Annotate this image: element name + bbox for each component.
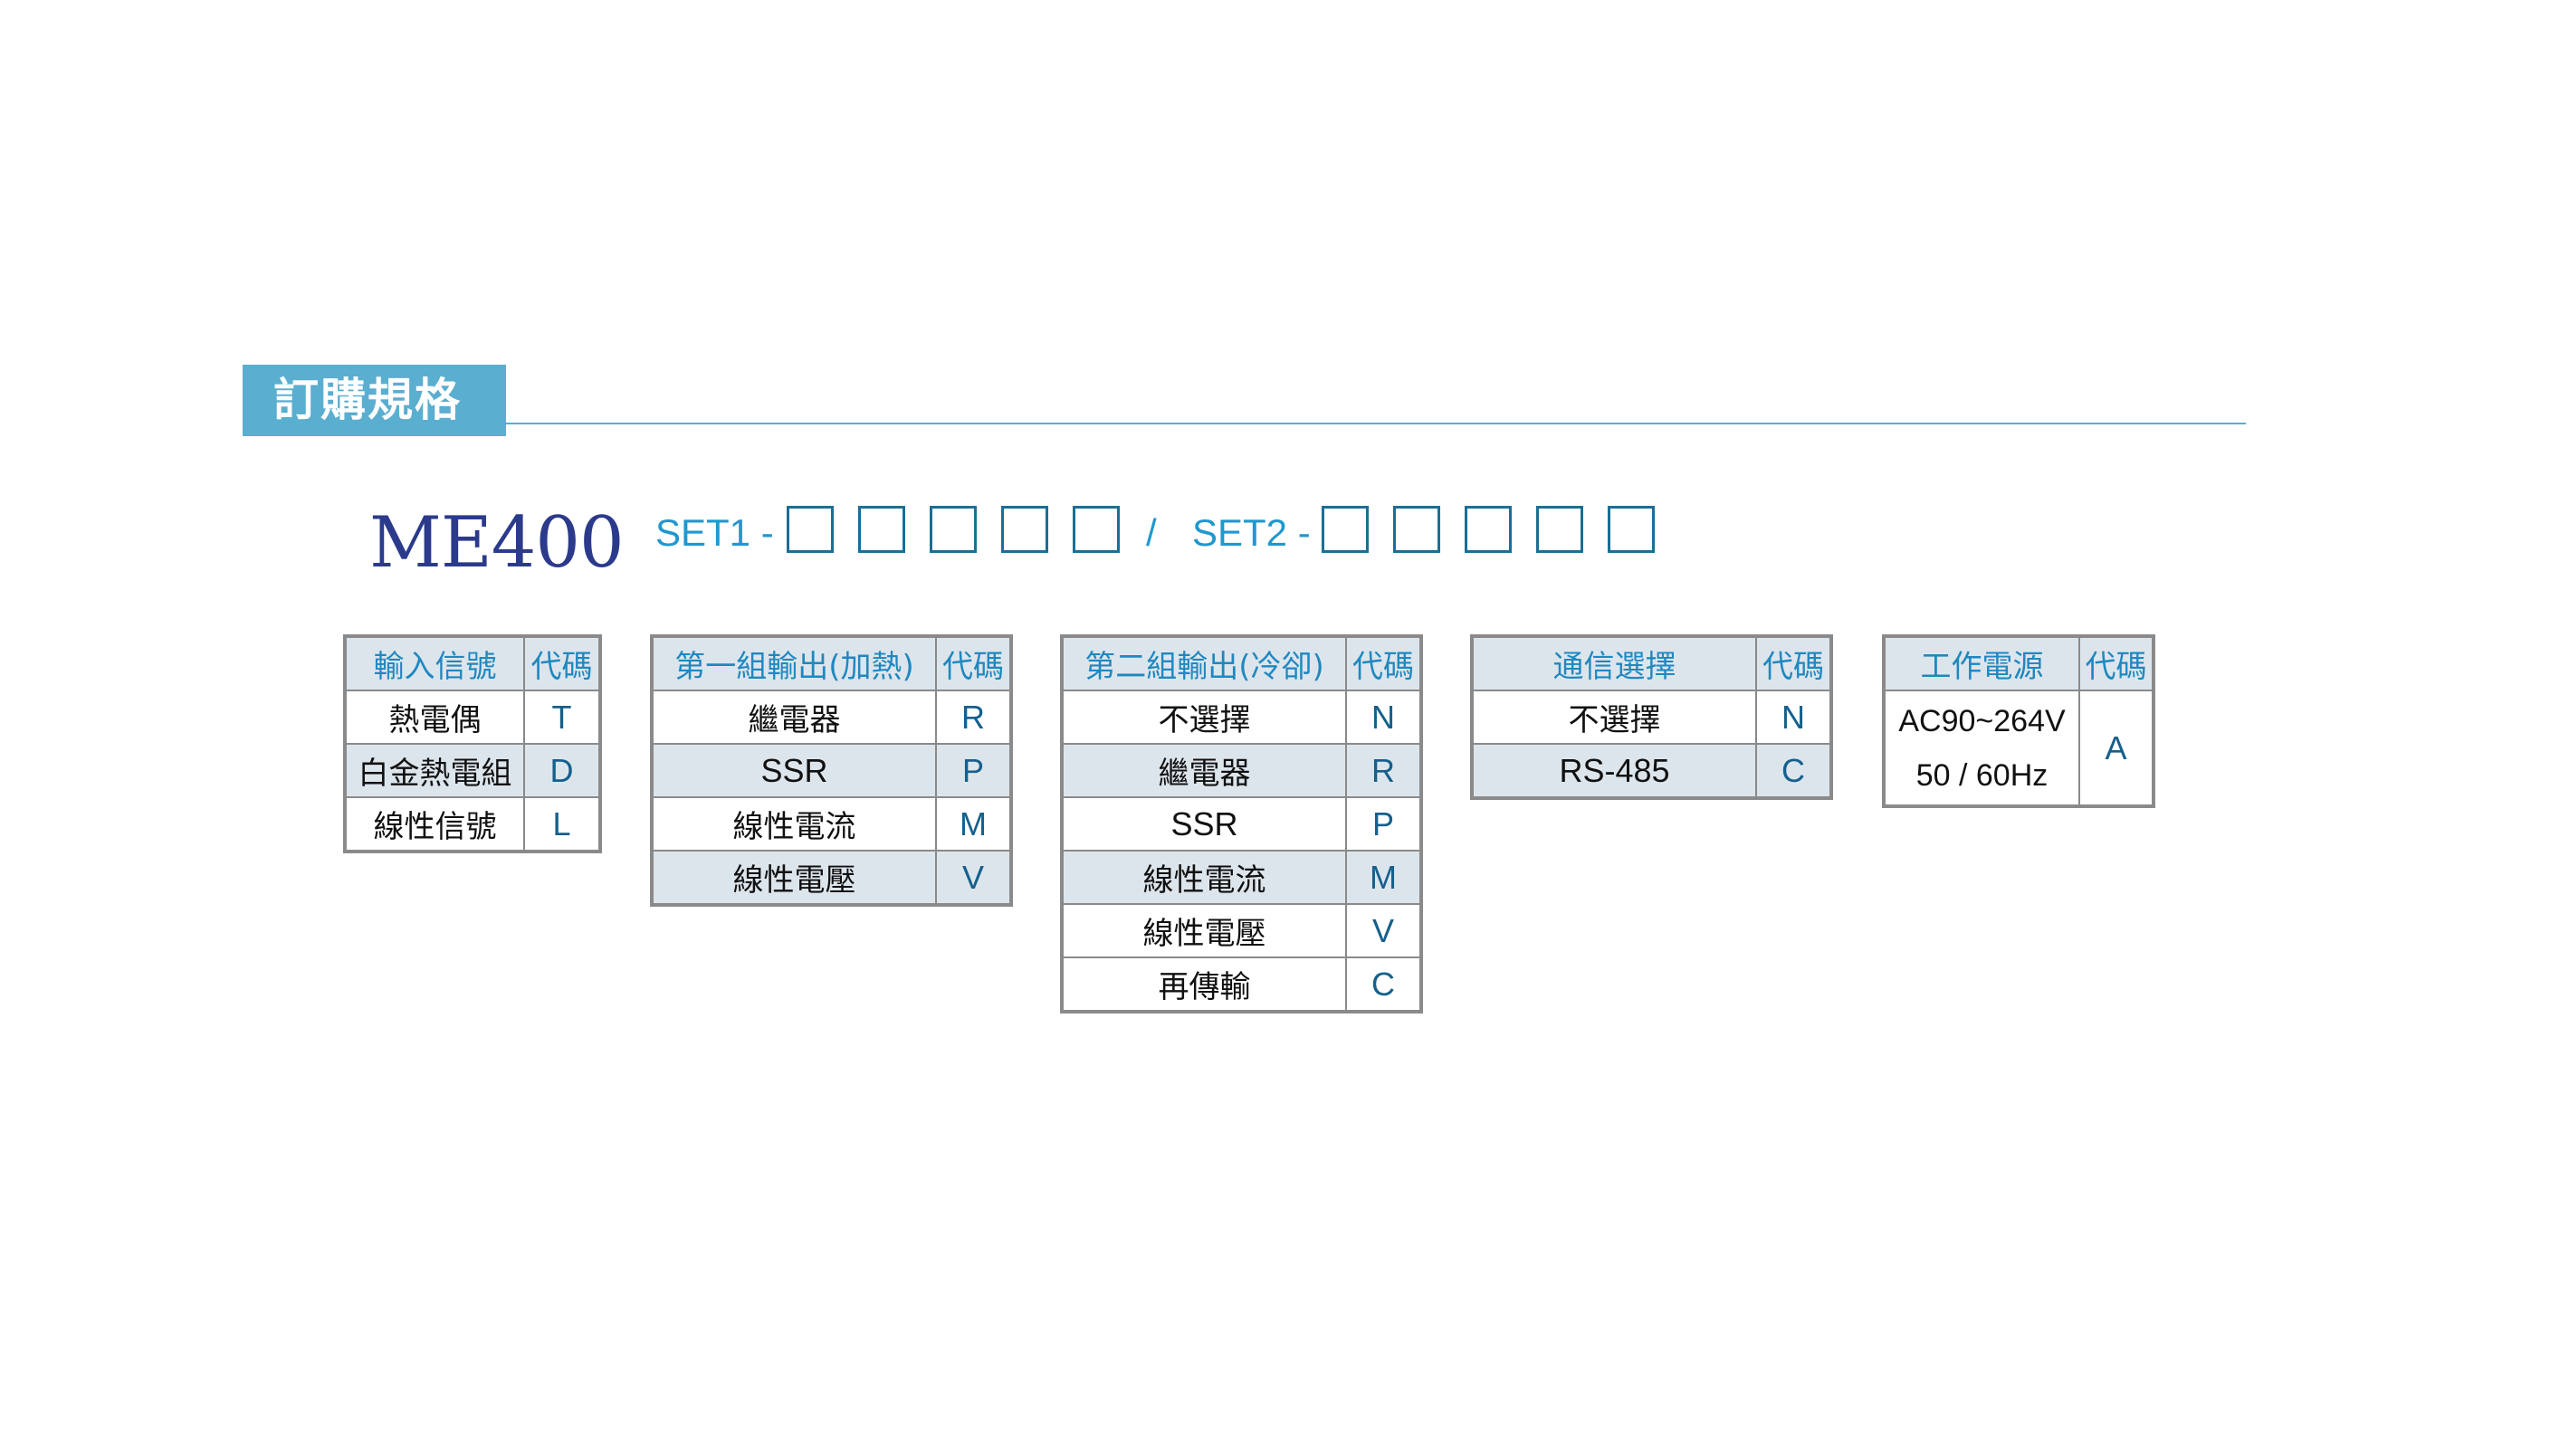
code-cell: P [1345,796,1422,852]
table-row: SSR P [1061,796,1422,852]
code-cell: T [523,690,601,745]
table-row: AC90~264V 50 / 60Hz A [1883,690,2154,807]
output2-table: 第二組輸出(冷卻) 代碼 不選擇 N 繼電器 R SSR P 線性電流 M 線性… [1060,634,1423,1013]
code-cell: M [935,796,1012,852]
code-cell: N [1345,690,1422,745]
set1-slot-4 [1001,506,1048,553]
set2-slot-5 [1608,506,1655,553]
table-row: 線性電壓 V [651,850,1012,906]
set1-slot-5 [1073,506,1120,553]
table-row: 不選擇 N [1061,690,1422,745]
header-option: 工作電源 [1883,635,2080,691]
set-separator: / [1146,511,1157,554]
code-cell: C [1755,743,1832,799]
table-header-row: 輸入信號 代碼 [344,635,601,691]
option-cell: 不選擇 [1471,690,1757,745]
header-code: 代碼 [1755,635,1832,691]
table-row: SSR P [651,743,1012,798]
table-row: 繼電器 R [651,690,1012,745]
code-cell: V [935,850,1012,906]
table-row: 線性電流 M [1061,850,1422,905]
output1-table: 第一組輸出(加熱) 代碼 繼電器 R SSR P 線性電流 M 線性電壓 V [650,634,1013,907]
table-header-row: 第二組輸出(冷卻) 代碼 [1061,635,1422,691]
table-row: 不選擇 N [1471,690,1832,745]
option-cell: 線性信號 [344,796,525,852]
section-divider [506,423,2246,424]
header-option: 輸入信號 [344,635,525,691]
code-cell: P [935,743,1012,798]
table-row: 熱電偶 T [344,690,601,745]
code-cell: M [1345,850,1422,905]
input-signal-table: 輸入信號 代碼 熱電偶 T 白金熱電組 D 線性信號 L [343,634,602,853]
table-row: 線性電壓 V [1061,903,1422,958]
option-cell: 線性電壓 [1061,903,1347,958]
header-code: 代碼 [935,635,1012,691]
table-row: 線性信號 L [344,796,601,852]
table-header-row: 通信選擇 代碼 [1471,635,1832,691]
code-cell: R [1345,743,1422,798]
header-code: 代碼 [2078,635,2154,691]
option-cell: 線性電流 [1061,850,1347,905]
table-header-row: 第一組輸出(加熱) 代碼 [651,635,1012,691]
header-option: 通信選擇 [1471,635,1757,691]
set1-label: SET1 - [655,511,774,554]
option-cell: 熱電偶 [344,690,525,745]
option-cell: 繼電器 [1061,743,1347,798]
option-cell: RS-485 [1471,743,1757,799]
option-cell: 線性電流 [651,796,937,852]
table-row: 再傳輸 C [1061,956,1422,1013]
set2-slot-3 [1465,506,1512,553]
set1-slot-3 [930,506,977,553]
code-cell: V [1345,903,1422,958]
communication-table: 通信選擇 代碼 不選擇 N RS-485 C [1470,634,1833,800]
set2-slot-1 [1322,506,1369,553]
set1-slot-2 [858,506,905,553]
set2-slot-4 [1536,506,1583,553]
power-voltage: AC90~264V [1898,703,2066,738]
option-cell: 線性電壓 [651,850,937,906]
table-row: 線性電流 M [651,796,1012,852]
table-row: RS-485 C [1471,743,1832,799]
set2-slot-2 [1393,506,1440,553]
header-option: 第二組輸出(冷卻) [1061,635,1347,691]
option-cell: AC90~264V 50 / 60Hz [1883,690,2080,807]
code-cell: D [523,743,601,798]
option-cell: 白金熱電組 [344,743,525,798]
table-row: 白金熱電組 D [344,743,601,798]
model-name: ME400 [369,502,625,584]
option-cell: 不選擇 [1061,690,1347,745]
set1-slot-1 [787,506,834,553]
option-cell: SSR [1061,796,1347,852]
option-cell: 再傳輸 [1061,956,1347,1013]
code-cell: N [1755,690,1832,745]
header-code: 代碼 [1345,635,1422,691]
code-cell: R [935,690,1012,745]
table-header-row: 工作電源 代碼 [1883,635,2154,691]
code-cell: L [523,796,601,852]
code-cell: A [2078,690,2154,807]
power-frequency: 50 / 60Hz [1915,757,2049,793]
table-row: 繼電器 R [1061,743,1422,798]
option-cell: SSR [651,743,937,798]
power-supply-table: 工作電源 代碼 AC90~264V 50 / 60Hz A [1882,634,2155,808]
code-cell: C [1345,956,1422,1013]
option-cell: 繼電器 [651,690,937,745]
section-title: 訂購規格 [243,365,506,436]
set2-label: SET2 - [1192,511,1311,554]
header-option: 第一組輸出(加熱) [651,635,937,691]
header-code: 代碼 [523,635,601,691]
